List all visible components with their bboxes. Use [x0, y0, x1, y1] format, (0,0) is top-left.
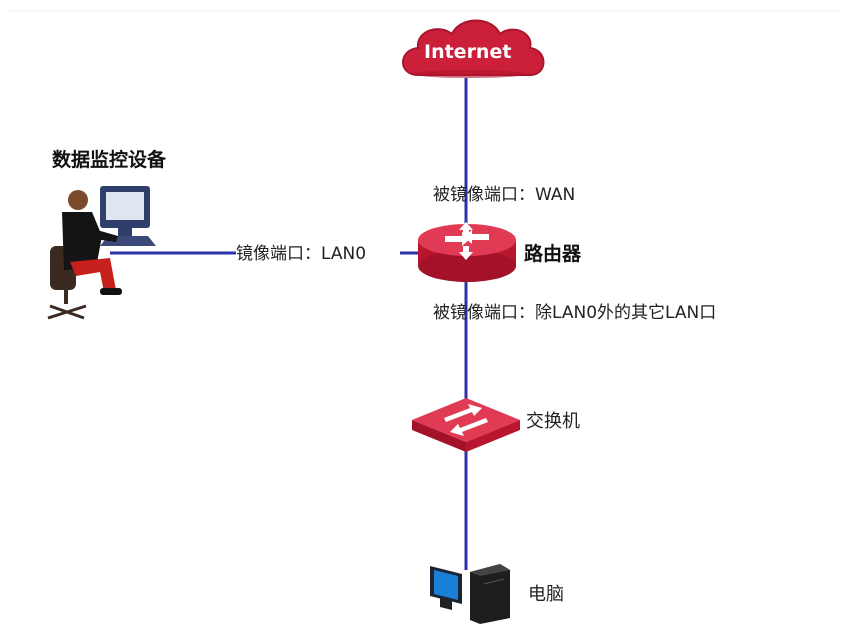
top-border [10, 10, 840, 12]
monitor-device-label: 数据监控设备 [52, 149, 167, 171]
mirrored-wan-label: 被镜像端口：WAN [433, 185, 576, 205]
router-label: 路由器 [524, 243, 582, 265]
mirror-port-label: 镜像端口：LAN0 [236, 244, 367, 264]
pc-icon [430, 564, 510, 624]
switch-icon [412, 398, 520, 452]
router-icon [418, 222, 516, 282]
mirrored-lan-label: 被镜像端口：除LAN0外的其它LAN口 [433, 303, 717, 323]
switch-label: 交换机 [526, 411, 580, 432]
monitoring-person-icon [47, 186, 156, 320]
internet-cloud-icon [402, 19, 545, 78]
internet-label: Internet [424, 41, 512, 63]
pc-label: 电脑 [528, 584, 564, 605]
